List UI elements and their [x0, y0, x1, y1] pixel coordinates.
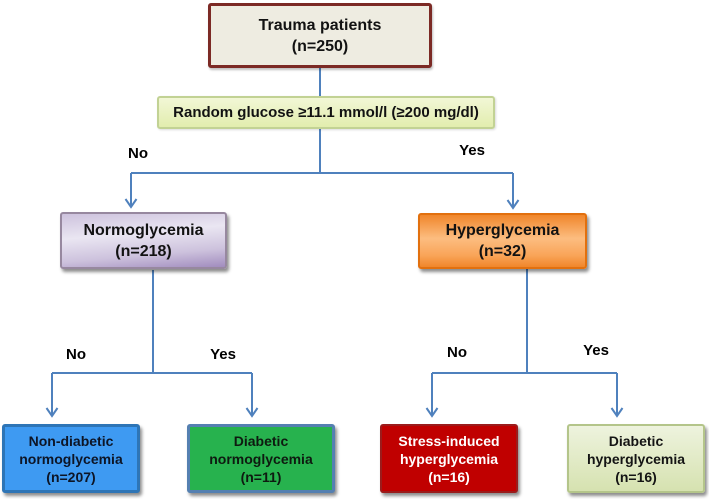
node-label: Trauma patients	[258, 16, 382, 34]
edge-label-level1-no: No	[128, 145, 148, 162]
edge-label-level2-left-no: No	[66, 346, 86, 363]
node-label: Non-diabetic normoglycemia	[19, 432, 123, 467]
node-count: (n=32)	[478, 243, 527, 260]
node-diabetic-hyperglycemia: Diabetic hyperglycemia (n=16)	[567, 424, 705, 493]
node-label: Hyperglycemia	[445, 222, 560, 239]
node-count: (n=11)	[240, 468, 282, 485]
node-diabetic-normoglycemia: Diabetic normoglycemia (n=11)	[187, 424, 335, 493]
edge-label-level1-yes: Yes	[459, 142, 485, 159]
node-label: Random glucose ≥11.1 mmol/l (≥200 mg/dl)	[173, 103, 479, 121]
edge-label-level2-left-yes: Yes	[210, 346, 236, 363]
node-label: Diabetic hyperglycemia	[586, 432, 686, 467]
node-normoglycemia: Normoglycemia (n=218)	[60, 212, 227, 269]
node-label: Stress-induced hyperglycemia	[398, 432, 504, 467]
node-label: Normoglycemia	[83, 221, 204, 239]
edge-label-level2-right-yes: Yes	[583, 342, 609, 359]
node-glucose-criterion: Random glucose ≥11.1 mmol/l (≥200 mg/dl)	[157, 96, 495, 129]
node-count: (n=250)	[291, 37, 349, 55]
node-trauma-patients: Trauma patients (n=250)	[208, 3, 432, 68]
node-count: (n=218)	[115, 242, 172, 260]
node-non-diabetic-normoglycemia: Non-diabetic normoglycemia (n=207)	[2, 424, 140, 493]
node-count: (n=16)	[615, 468, 657, 485]
node-stress-induced-hyperglycemia: Stress-induced hyperglycemia (n=16)	[380, 424, 518, 493]
edge-label-level2-right-no: No	[447, 344, 467, 361]
node-hyperglycemia: Hyperglycemia (n=32)	[418, 213, 587, 269]
node-count: (n=207)	[46, 468, 96, 485]
node-count: (n=16)	[428, 468, 470, 485]
node-label: Diabetic normoglycemia	[209, 432, 313, 467]
